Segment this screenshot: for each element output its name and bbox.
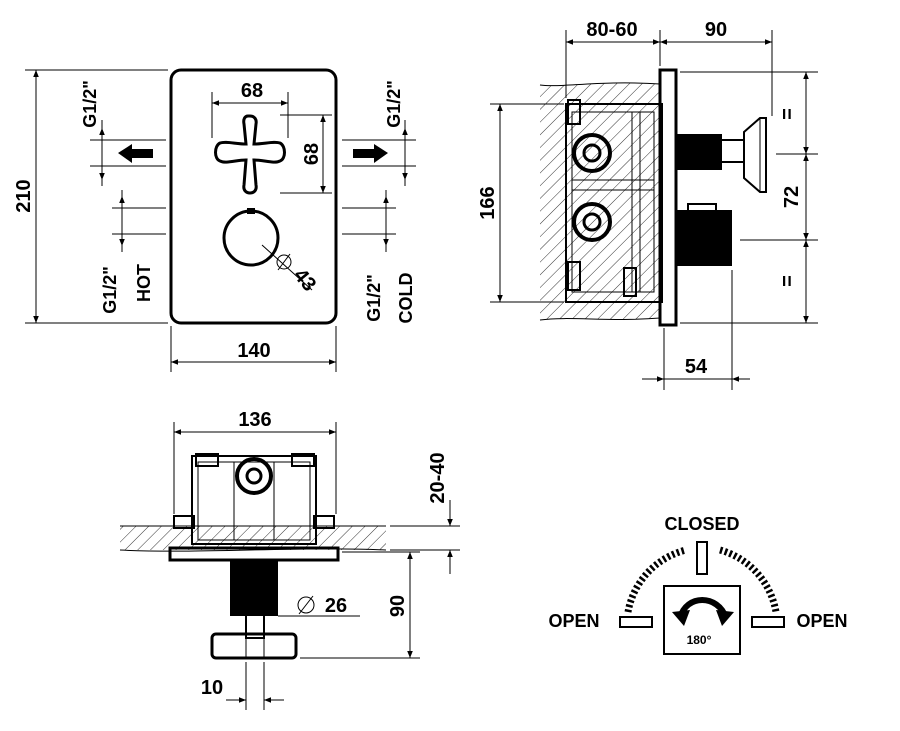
dim-handle-width: 68 bbox=[241, 80, 263, 102]
front-view: 68 68 43 210 140 G1/2" G1 bbox=[13, 68, 416, 372]
open-left-marker bbox=[619, 616, 653, 628]
lower-connection-icon bbox=[572, 202, 612, 242]
dim-side-projection: 90 bbox=[705, 19, 727, 41]
plate-edge bbox=[658, 68, 678, 327]
wall-section bbox=[540, 82, 660, 321]
open-right-arc bbox=[718, 546, 780, 613]
dim-body-height: 166 bbox=[477, 186, 499, 219]
dim-plate-depth: 54 bbox=[685, 356, 708, 378]
upper-stem bbox=[676, 134, 722, 170]
label-cold: COLD bbox=[396, 273, 416, 324]
wall-top-section bbox=[120, 526, 386, 550]
label-angle: 180° bbox=[687, 633, 712, 647]
round-knob-icon bbox=[222, 209, 280, 267]
open-right-marker bbox=[751, 616, 785, 628]
dim-equal-bottom: = bbox=[777, 275, 799, 287]
arrow-right-icon bbox=[353, 144, 388, 163]
diameter-symbol-icon bbox=[297, 596, 315, 614]
dim-plate-height: 210 bbox=[13, 179, 35, 212]
dim-small: 10 bbox=[201, 677, 223, 699]
closed-marker bbox=[696, 541, 708, 575]
label-open-left: OPEN bbox=[548, 611, 599, 631]
dim-wall-depth: 80-60 bbox=[586, 19, 637, 41]
side-view: 80-60 90 166 = 72 = 54 bbox=[477, 19, 818, 390]
dim-plate-width: 140 bbox=[237, 340, 270, 362]
dim-equal-top: = bbox=[777, 108, 799, 120]
conn-left-bottom-label: G1/2" bbox=[100, 266, 120, 314]
dim-spacing: 72 bbox=[781, 186, 803, 208]
dim-top-width: 136 bbox=[238, 409, 271, 431]
dim-top-projection: 90 bbox=[387, 595, 409, 617]
label-hot: HOT bbox=[134, 264, 154, 302]
cross-handle-icon bbox=[214, 114, 286, 195]
cover-plate bbox=[169, 68, 338, 325]
dim-stem-diameter: 26 bbox=[325, 595, 347, 617]
arrow-left-icon bbox=[118, 144, 153, 163]
knob-side bbox=[676, 210, 732, 266]
label-open-right: OPEN bbox=[796, 611, 847, 631]
conn-right-bottom-label: G1/2" bbox=[364, 274, 384, 322]
stem-top bbox=[230, 560, 278, 616]
conn-left-top-label: G1/2" bbox=[80, 80, 100, 128]
conn-right-top-label: G1/2" bbox=[384, 80, 404, 128]
top-connection-icon bbox=[235, 457, 273, 495]
valve-body-top bbox=[191, 455, 317, 545]
knob-square bbox=[663, 585, 741, 655]
dim-knob-diameter: 43 bbox=[289, 265, 320, 296]
dim-wall-thickness: 20-40 bbox=[427, 452, 449, 503]
open-left-arc bbox=[624, 546, 687, 613]
top-view: 136 20-40 26 90 10 bbox=[119, 409, 460, 710]
handle-top-icon bbox=[210, 632, 298, 660]
valve-body bbox=[565, 103, 663, 303]
cross-handle-side-icon bbox=[743, 117, 767, 193]
upper-connection-icon bbox=[572, 133, 612, 173]
label-closed: CLOSED bbox=[664, 514, 739, 534]
rotation-diagram: CLOSED 180° OPEN OPEN bbox=[548, 514, 848, 655]
dim-handle-height: 68 bbox=[301, 143, 323, 165]
